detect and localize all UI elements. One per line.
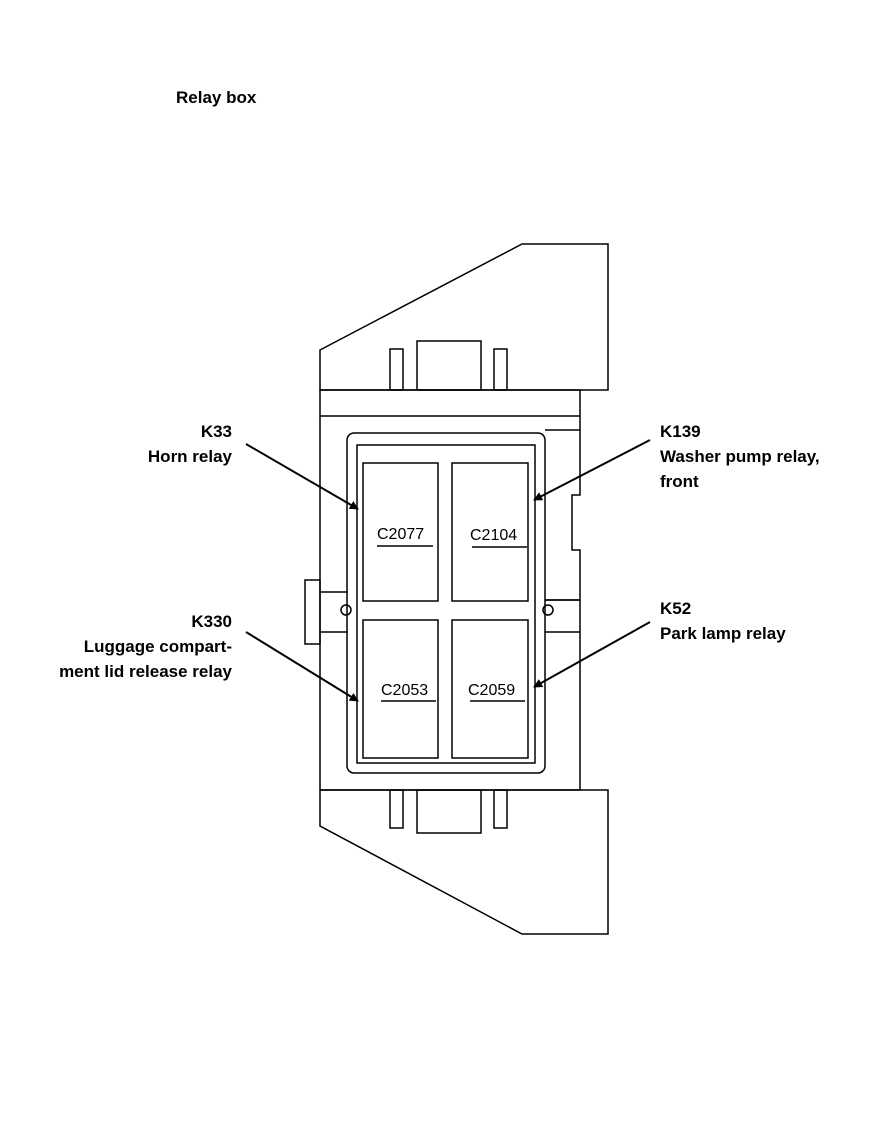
upper-tab-left <box>389 348 404 391</box>
upper-tab-right <box>493 348 508 391</box>
callout-k52-label: Park lamp relay <box>660 624 786 643</box>
arrow-k33 <box>245 443 359 510</box>
relay-cover <box>356 444 536 764</box>
callout-k33-label: Horn relay <box>147 447 232 466</box>
left-lug-inner <box>320 591 348 633</box>
lower-connector-socket <box>416 789 482 834</box>
callout-k330: K330 Luggage compart- ment lid release r… <box>59 609 232 684</box>
callout-k139-label-line2: front <box>660 472 699 491</box>
connector-c2059: C2059 <box>468 682 515 699</box>
upper-connector-socket <box>416 340 482 391</box>
body-outline <box>319 416 581 790</box>
callout-k330-label-line1: Luggage compart- <box>83 637 232 656</box>
arrow-k139 <box>533 439 651 501</box>
left-lug <box>304 579 321 645</box>
upper-housing <box>319 243 609 391</box>
left-pin <box>340 604 352 616</box>
relay-socket-bottom-left <box>362 619 439 759</box>
right-pin <box>542 604 554 616</box>
relay-socket-top-right <box>451 462 529 602</box>
callout-k139-label-line1: Washer pump relay, <box>660 447 820 466</box>
arrow-k52 <box>533 621 651 688</box>
callout-k139-id: K139 <box>660 422 701 441</box>
callout-k33-id: K33 <box>200 422 232 441</box>
lower-tab-left <box>389 789 404 829</box>
callout-k330-label-line2: ment lid release relay <box>59 662 232 681</box>
lower-tab-right <box>493 789 508 829</box>
upper-rail <box>319 389 581 417</box>
callout-k33: K33 Horn relay <box>148 419 232 469</box>
callout-k139: K139 Washer pump relay, front <box>660 419 820 494</box>
connector-c2077: C2077 <box>377 526 424 543</box>
diagram-title: Relay box <box>176 88 257 107</box>
lower-housing <box>319 789 609 935</box>
callout-k52-id: K52 <box>660 599 692 618</box>
callout-k52: K52 Park lamp relay <box>660 596 786 646</box>
relay-frame <box>346 432 546 774</box>
relay-socket-top-left <box>362 462 439 602</box>
relay-socket-bottom-right <box>451 619 529 759</box>
connector-c2053: C2053 <box>381 682 428 699</box>
body-right-step <box>545 429 581 601</box>
callout-k330-id: K330 <box>191 612 232 631</box>
arrow-k330 <box>245 631 359 702</box>
connector-c2104: C2104 <box>470 527 517 544</box>
right-lug-inner <box>545 599 580 633</box>
